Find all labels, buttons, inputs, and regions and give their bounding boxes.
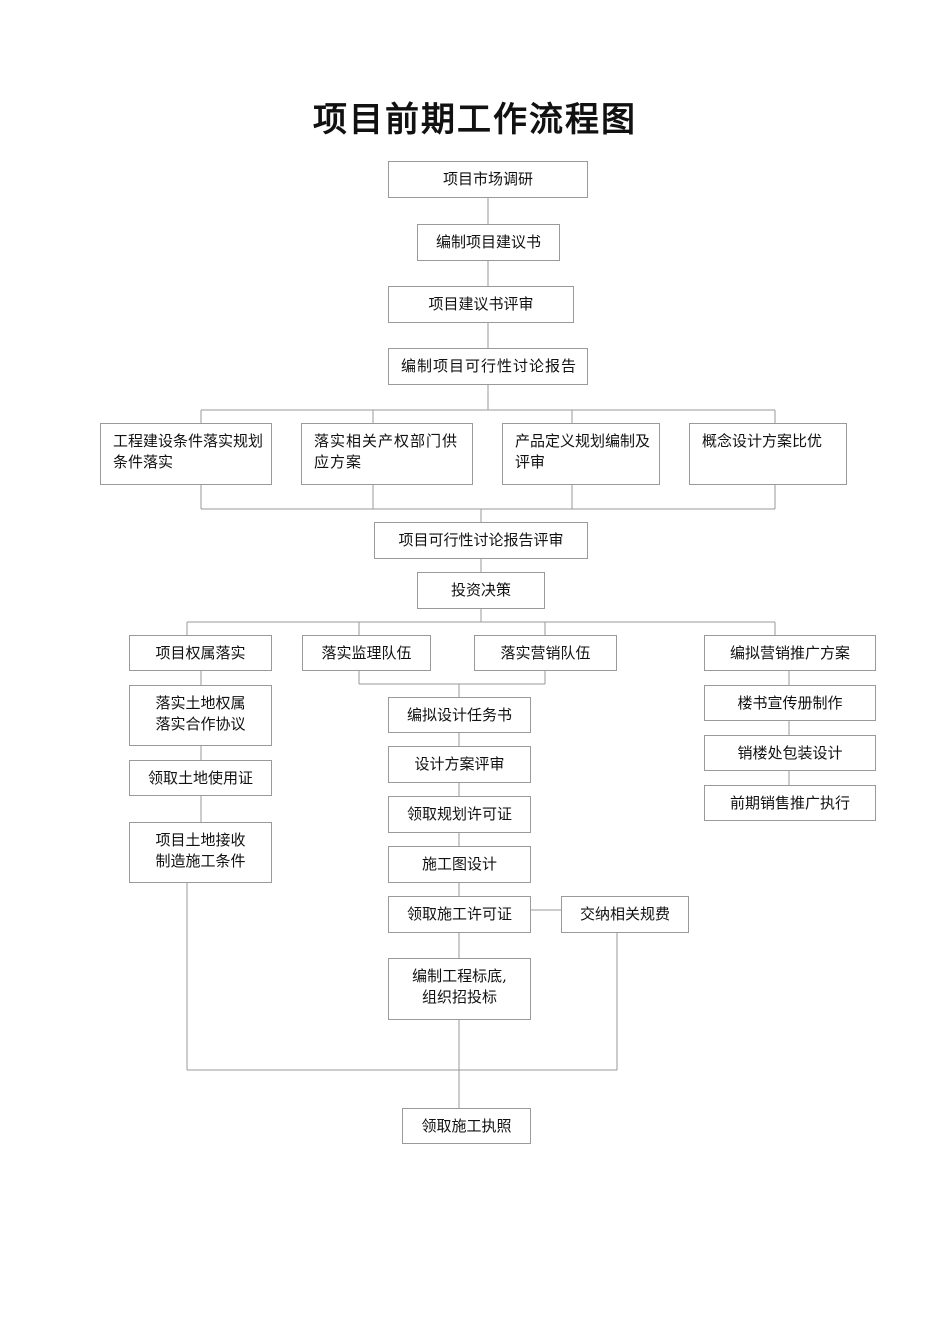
node-market-research: 项目市场调研 — [388, 161, 588, 198]
node-tender: 编制工程标底,组织招投标 — [388, 958, 531, 1020]
node-investment-decision: 投资决策 — [417, 572, 545, 609]
node-brochure: 楼书宣传册制作 — [704, 685, 876, 721]
node-sales-office: 销楼处包装设计 — [704, 735, 876, 771]
node-construction-permit: 领取施工许可证 — [388, 896, 531, 933]
node-pay-fees: 交纳相关规费 — [561, 896, 689, 933]
node-compile-feasibility: 编制项目可行性讨论报告 — [388, 348, 588, 385]
node-construction-drawing: 施工图设计 — [388, 846, 531, 883]
node-land-use-cert: 领取土地使用证 — [129, 760, 272, 796]
node-project-ownership: 项目权属落实 — [129, 635, 272, 671]
node-sales-team: 落实营销队伍 — [474, 635, 617, 671]
node-marketing-plan: 编拟营销推广方案 — [704, 635, 876, 671]
node-land-ownership: 落实土地权属落实合作协议 — [129, 685, 272, 746]
node-pre-sales: 前期销售推广执行 — [704, 785, 876, 821]
node-proposal-review: 项目建议书评审 — [388, 286, 574, 323]
node-land-handover: 项目土地接收制造施工条件 — [129, 822, 272, 883]
node-design-review: 设计方案评审 — [388, 746, 531, 783]
node-construction-license: 领取施工执照 — [402, 1108, 531, 1144]
node-property-departments: 落实相关产权部门供应方案 — [301, 423, 473, 485]
node-planning-permit: 领取规划许可证 — [388, 796, 531, 833]
node-engineering-conditions: 工程建设条件落实规划条件落实 — [100, 423, 272, 485]
node-product-definition: 产品定义规划编制及评审 — [502, 423, 660, 485]
node-compile-proposal: 编制项目建议书 — [417, 224, 560, 261]
node-concept-design: 概念设计方案比优 — [689, 423, 847, 485]
node-feasibility-review: 项目可行性讨论报告评审 — [374, 522, 588, 559]
node-design-brief: 编拟设计任务书 — [388, 697, 531, 733]
page-title: 项目前期工作流程图 — [313, 100, 637, 140]
node-supervision-team: 落实监理队伍 — [302, 635, 431, 671]
